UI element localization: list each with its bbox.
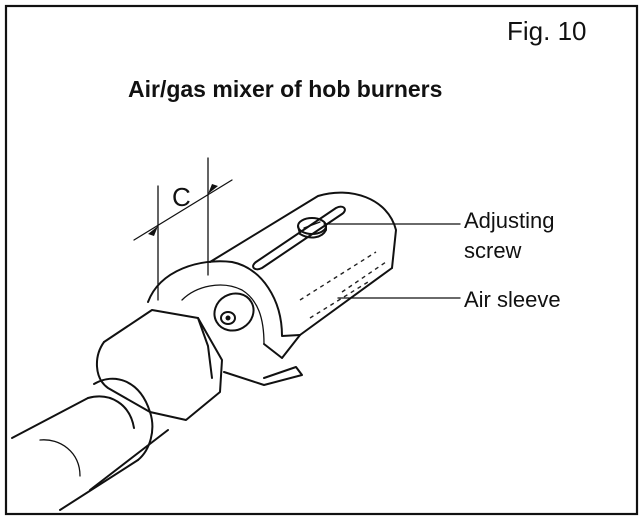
adjusting-screw <box>297 217 327 239</box>
callout-air-sleeve: Air sleeve <box>464 287 561 312</box>
callout-adjusting-screw-line2: screw <box>464 238 522 263</box>
mixer-illustration: C <box>11 157 461 511</box>
dimension-c: C <box>133 157 233 301</box>
figure-number: Fig. 10 <box>507 16 587 46</box>
air-sleeve <box>147 191 397 386</box>
figure-frame <box>4 4 639 516</box>
gas-pipe <box>11 309 223 511</box>
callout-adjusting-screw-line1: Adjusting <box>464 208 555 233</box>
dimension-c-label: C <box>172 182 191 212</box>
figure-title: Air/gas mixer of hob burners <box>128 76 442 102</box>
injector-nozzle <box>213 292 255 332</box>
